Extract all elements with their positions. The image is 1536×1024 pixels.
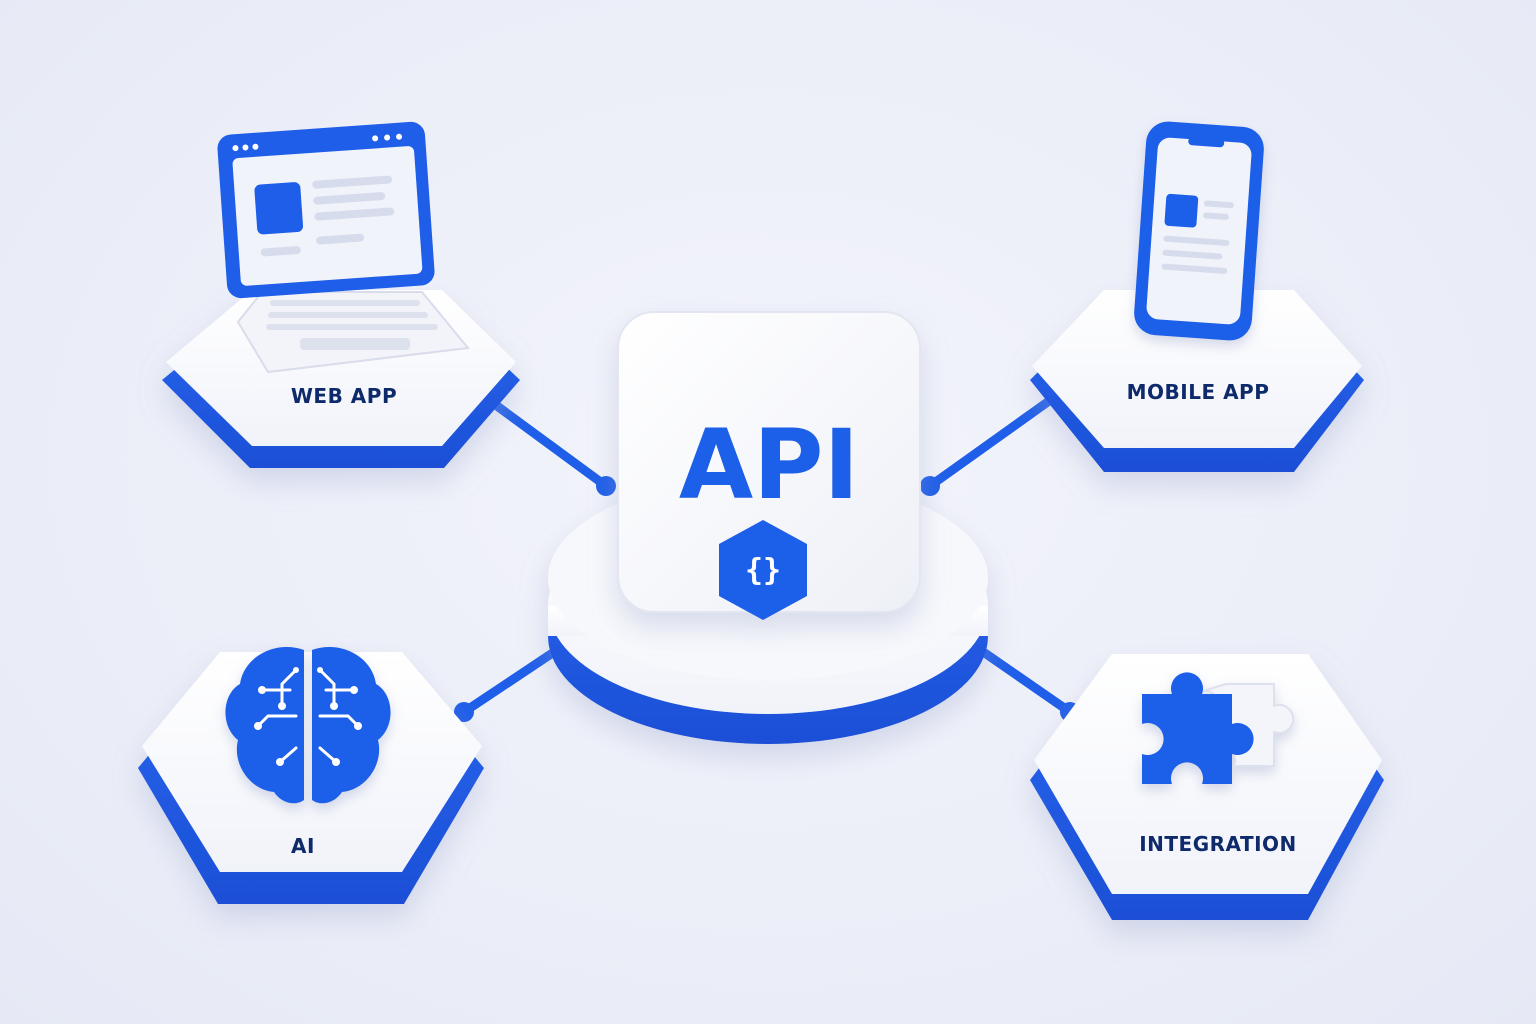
- connector-mobile-app: [925, 391, 1061, 491]
- node-mobile-app[interactable]: MOBILE APP: [1030, 120, 1364, 472]
- joint: [920, 476, 940, 496]
- curly-braces-icon: {}: [719, 520, 807, 620]
- brain-circuit-icon: [225, 647, 391, 804]
- node-integration[interactable]: INTEGRATION: [1030, 654, 1384, 920]
- puzzle-icon: [1142, 672, 1295, 784]
- laptop-icon: [217, 121, 470, 374]
- node-ai[interactable]: AI: [138, 647, 484, 904]
- api-title: API: [679, 409, 859, 521]
- curly-braces-glyph: {}: [745, 553, 781, 588]
- api-block[interactable]: API {}: [617, 311, 921, 620]
- node-label-mobile-app: MOBILE APP: [1127, 380, 1270, 404]
- node-label-web-app: WEB APP: [291, 384, 397, 408]
- joint: [454, 702, 474, 722]
- joint: [596, 476, 616, 496]
- connector-web-app: [473, 387, 611, 491]
- node-web-app[interactable]: WEB APP: [162, 121, 520, 468]
- node-label-integration: INTEGRATION: [1139, 832, 1297, 856]
- node-label-ai: AI: [291, 834, 315, 858]
- smartphone-icon: [1134, 121, 1264, 341]
